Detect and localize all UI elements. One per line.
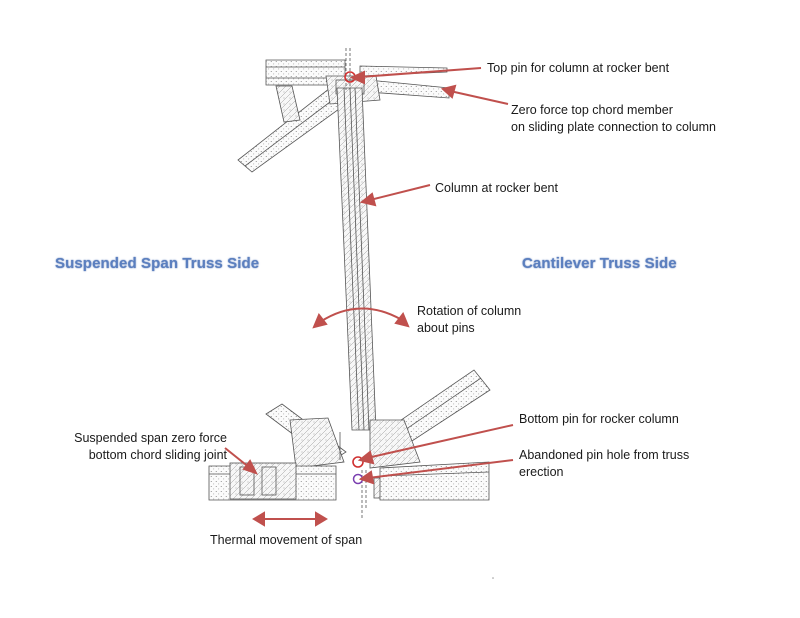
arrow-column <box>369 184 431 201</box>
bottom-connection <box>208 369 491 518</box>
label-thermal-movement: Thermal movement of span <box>210 533 363 547</box>
rocker-column <box>336 48 377 431</box>
zero-force-top-chord <box>367 79 450 99</box>
bottom-left-gusset <box>289 417 345 469</box>
label-top-pin: Top pin for column at rocker bent <box>487 61 670 75</box>
arrow-bottom-pin <box>366 424 514 459</box>
label-zero-force-top-line2: on sliding plate connection to column <box>511 120 716 134</box>
label-bottom-pin: Bottom pin for rocker column <box>519 412 679 426</box>
bottom-chord-right <box>379 461 490 501</box>
arrow-zero-force-top <box>449 90 509 105</box>
label-suspended-joint-line2: bottom chord sliding joint <box>88 448 227 462</box>
bottom-pin-marker <box>352 456 364 468</box>
suspended-span-side-title: Suspended Span Truss Side <box>55 255 260 272</box>
label-column: Column at rocker bent <box>435 181 558 195</box>
label-abandoned-line2: erection <box>519 465 564 479</box>
label-abandoned-line1: Abandoned pin hole from truss <box>519 448 690 462</box>
rotation-arc <box>319 307 403 323</box>
label-rotation-line1: Rotation of column <box>417 304 522 318</box>
label-zero-force-top-line1: Zero force top chord member <box>511 103 673 117</box>
sliding-joint <box>229 462 297 500</box>
label-suspended-joint-line1: Suspended span zero force <box>74 431 227 445</box>
label-rotation-line2: about pins <box>417 321 475 335</box>
arrow-suspended-joint <box>224 447 251 469</box>
top-strut <box>275 85 301 123</box>
cantilever-side-title: Cantilever Truss Side <box>522 255 677 272</box>
callout-arrows <box>224 67 514 527</box>
arrow-abandoned-pin <box>367 459 514 479</box>
arrow-top-pin <box>359 67 482 78</box>
top-connection <box>237 59 450 173</box>
top-right-chord <box>359 65 448 77</box>
